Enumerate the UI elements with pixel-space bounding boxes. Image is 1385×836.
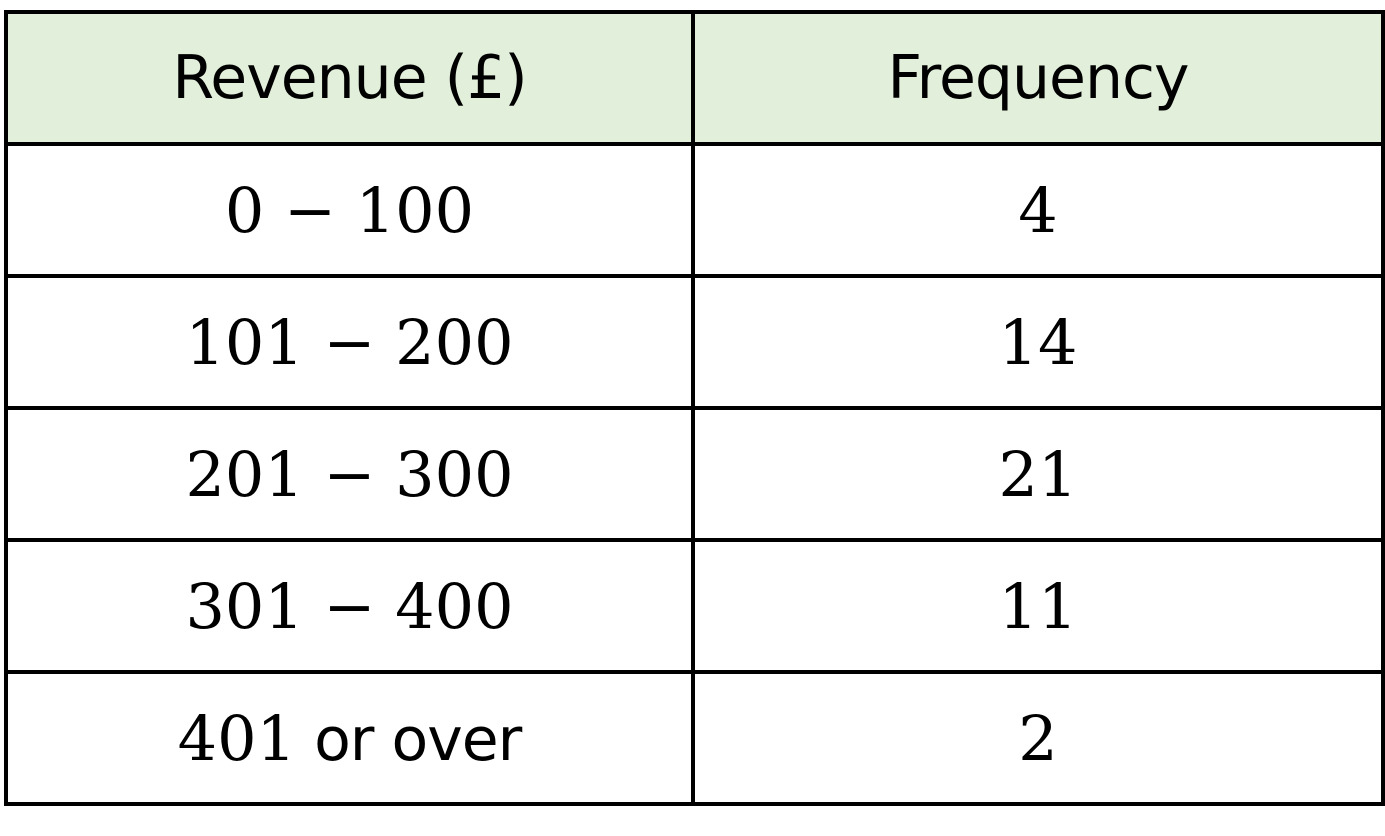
frequency-cell: 14	[691, 274, 1385, 410]
frequency-cell: 4	[691, 142, 1385, 278]
frequency-cell: 2	[691, 670, 1385, 806]
frequency-table: Revenue (£) Frequency 0 − 100 4 101 − 20…	[4, 10, 1385, 806]
range-text: 401	[177, 701, 296, 775]
revenue-cell: 101 − 200	[4, 274, 695, 410]
revenue-cell: 301 − 400	[4, 538, 695, 674]
revenue-cell: 0 − 100	[4, 142, 695, 278]
header-revenue: Revenue (£)	[4, 10, 695, 146]
header-frequency: Frequency	[691, 10, 1385, 146]
table-row: 101 − 200 14	[4, 274, 1385, 410]
range-text: 101 − 200	[185, 305, 514, 379]
table-row: 301 − 400 11	[4, 538, 1385, 674]
range-text: 0 − 100	[224, 173, 475, 247]
revenue-cell: 401 or over	[4, 670, 695, 806]
range-suffix: or over	[296, 704, 522, 775]
range-text: 301 − 400	[185, 569, 514, 643]
table-row: 401 or over 2	[4, 670, 1385, 806]
table-row: 201 − 300 21	[4, 406, 1385, 542]
header-row: Revenue (£) Frequency	[4, 10, 1385, 146]
range-text: 201 − 300	[185, 437, 514, 511]
frequency-cell: 11	[691, 538, 1385, 674]
frequency-cell: 21	[691, 406, 1385, 542]
table-row: 0 − 100 4	[4, 142, 1385, 278]
revenue-cell: 201 − 300	[4, 406, 695, 542]
